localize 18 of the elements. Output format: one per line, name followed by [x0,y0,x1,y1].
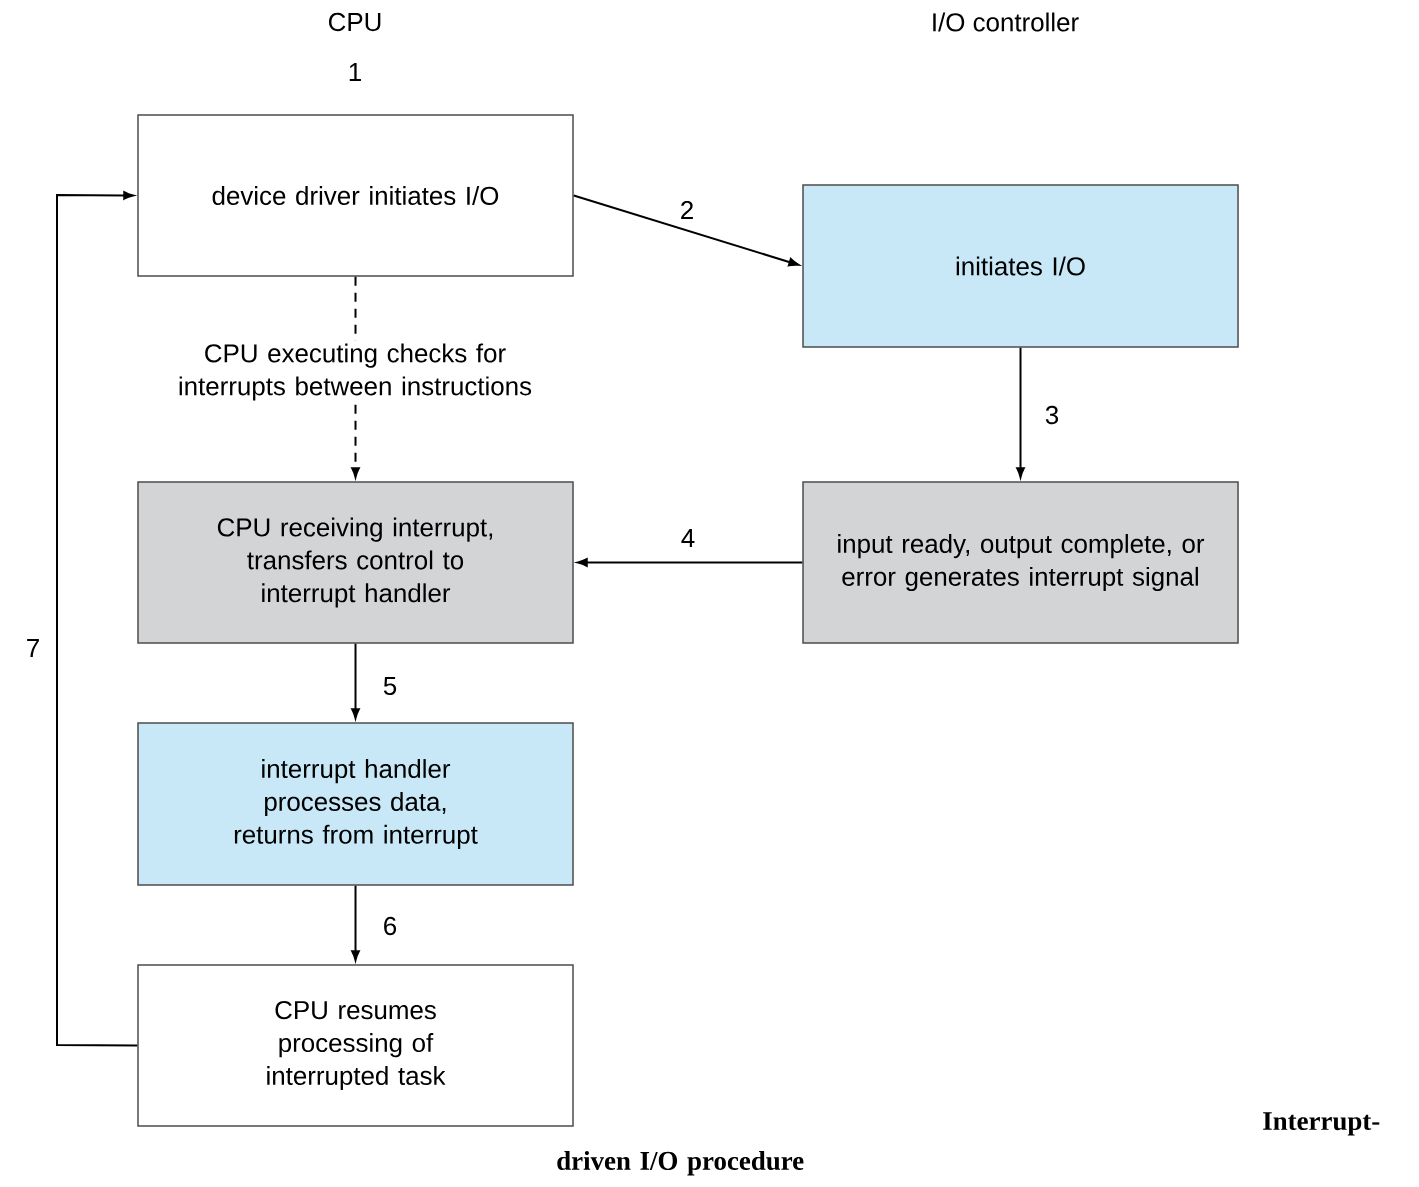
arrow [56,191,139,1047]
process-box: CPU receiving interrupt, transfers control to interrupt handler [137,481,574,644]
edge-label: 5 [383,676,397,696]
edge-label: 4 [681,529,695,547]
arrow [572,194,800,267]
edge-label: 7 [27,639,39,657]
edge-label: CPU executing checks for interrupts between instructions [179,343,532,401]
process-box: initiates I/O [802,184,1239,348]
process-box: CPU resumes processing of interrupted task [137,964,574,1127]
column-heading: I/O controller [933,12,1079,32]
process-box: input ready, output complete, or error generates interrupt signal [802,481,1239,644]
process-box: interrupt handler processes data, returns from interrupt [137,722,574,886]
process-box: device driver initiates I/O [137,114,574,277]
column-heading: CPU [328,12,381,32]
edge-label: 3 [1045,405,1059,425]
step-number: 1 [349,63,361,81]
edge-label: 2 [681,200,693,220]
edge-label: 6 [384,916,397,936]
